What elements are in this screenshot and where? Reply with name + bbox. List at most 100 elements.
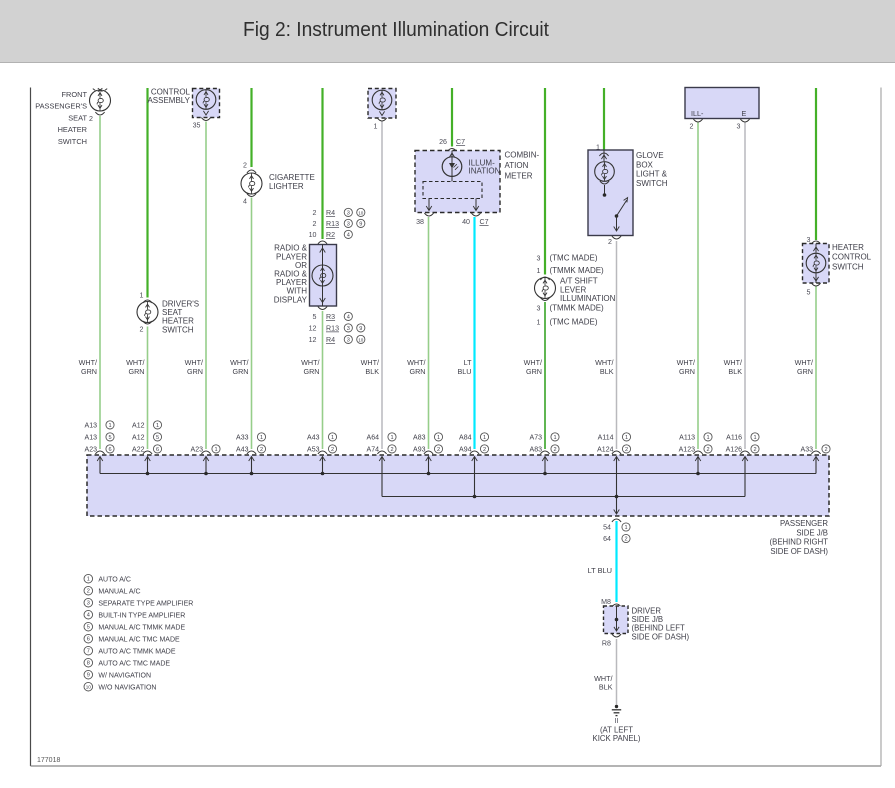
svg-text:35: 35 <box>193 122 201 130</box>
svg-text:BLK: BLK <box>600 367 614 376</box>
svg-text:1: 1 <box>390 435 393 441</box>
svg-text:WHT/: WHT/ <box>594 674 612 683</box>
svg-text:GRN: GRN <box>304 367 320 376</box>
svg-text:4: 4 <box>87 613 90 619</box>
svg-text:2: 2 <box>690 123 694 131</box>
svg-text:(BEHIND LEFT: (BEHIND LEFT <box>632 624 686 633</box>
svg-text:A73: A73 <box>530 435 543 442</box>
svg-text:AUTO A/C: AUTO A/C <box>98 576 131 583</box>
svg-text:MANUAL A/C TMC MADE: MANUAL A/C TMC MADE <box>98 636 180 643</box>
svg-text:1: 1 <box>156 423 159 429</box>
svg-text:A43: A43 <box>307 435 320 442</box>
svg-text:KICK PANEL): KICK PANEL) <box>593 734 641 743</box>
svg-text:CIGARETTE: CIGARETTE <box>269 173 315 182</box>
svg-text:A33: A33 <box>801 447 814 454</box>
svg-text:PLAYER: PLAYER <box>276 252 307 261</box>
svg-text:A74: A74 <box>367 447 380 454</box>
svg-text:54: 54 <box>603 524 611 532</box>
svg-text:1: 1 <box>706 435 709 441</box>
svg-text:A83: A83 <box>530 447 543 454</box>
svg-text:BLK: BLK <box>365 367 379 376</box>
svg-text:10: 10 <box>358 210 364 215</box>
svg-text:A84: A84 <box>459 435 472 442</box>
svg-text:1: 1 <box>374 123 378 131</box>
svg-text:SWITCH: SWITCH <box>162 325 194 334</box>
svg-text:BUILT-IN TYPE AMPLIFIER: BUILT-IN TYPE AMPLIFIER <box>98 612 185 619</box>
svg-text:1: 1 <box>87 577 90 583</box>
svg-text:SEPARATE TYPE AMPLIFIER: SEPARATE TYPE AMPLIFIER <box>98 600 193 607</box>
svg-text:4: 4 <box>243 197 247 205</box>
svg-text:R8: R8 <box>602 640 611 648</box>
svg-text:12: 12 <box>309 325 317 333</box>
svg-text:CONTROL: CONTROL <box>151 88 191 97</box>
svg-text:3: 3 <box>537 255 541 263</box>
svg-text:WHT/: WHT/ <box>595 358 613 367</box>
svg-text:2: 2 <box>87 589 90 595</box>
svg-text:A114: A114 <box>598 435 614 442</box>
svg-text:5: 5 <box>108 435 111 441</box>
svg-text:GRN: GRN <box>81 367 97 376</box>
svg-text:ILL-: ILL- <box>691 109 704 118</box>
svg-text:1: 1 <box>108 423 111 429</box>
svg-text:SWITCH: SWITCH <box>58 137 87 146</box>
svg-text:1: 1 <box>625 435 628 441</box>
svg-text:E: E <box>742 109 747 118</box>
svg-text:WHT/: WHT/ <box>185 358 203 367</box>
svg-text:2: 2 <box>260 447 263 453</box>
svg-text:10: 10 <box>309 231 317 239</box>
svg-text:SIDE J/B: SIDE J/B <box>632 615 664 624</box>
svg-text:PASSENGER'S: PASSENGER'S <box>35 102 87 111</box>
svg-text:A22: A22 <box>132 447 145 454</box>
svg-text:MANUAL A/C: MANUAL A/C <box>98 588 140 595</box>
svg-text:ILLUMINATION: ILLUMINATION <box>560 294 616 303</box>
svg-text:8: 8 <box>87 661 90 667</box>
svg-text:2: 2 <box>625 447 628 453</box>
svg-text:4: 4 <box>347 232 350 238</box>
svg-text:BOX: BOX <box>636 160 654 169</box>
svg-text:2: 2 <box>608 238 612 246</box>
svg-text:LIGHT &: LIGHT & <box>636 170 668 179</box>
svg-text:WITH: WITH <box>287 287 308 296</box>
svg-text:WHT/: WHT/ <box>407 358 425 367</box>
svg-text:3: 3 <box>737 123 741 131</box>
svg-text:1: 1 <box>140 292 144 300</box>
svg-text:A116: A116 <box>726 435 742 442</box>
svg-text:1: 1 <box>753 435 756 441</box>
svg-text:6: 6 <box>156 447 159 453</box>
svg-text:LEVER: LEVER <box>560 285 586 294</box>
svg-text:A64: A64 <box>367 435 380 442</box>
svg-text:(BEHIND RIGHT: (BEHIND RIGHT <box>770 538 829 547</box>
svg-text:CONTROL: CONTROL <box>832 253 872 262</box>
svg-text:(TMC MADE): (TMC MADE) <box>550 318 598 327</box>
svg-text:3: 3 <box>87 601 90 607</box>
svg-text:A23: A23 <box>85 447 98 454</box>
svg-text:3: 3 <box>347 221 350 227</box>
svg-text:7: 7 <box>87 649 90 655</box>
svg-text:A13: A13 <box>85 435 98 442</box>
svg-text:3: 3 <box>537 305 541 313</box>
svg-text:A94: A94 <box>459 447 472 454</box>
svg-text:5: 5 <box>156 435 159 441</box>
svg-text:INATION: INATION <box>469 167 501 176</box>
svg-text:5: 5 <box>807 289 811 297</box>
svg-text:3: 3 <box>347 210 350 216</box>
svg-text:METER: METER <box>505 171 533 180</box>
svg-text:OR: OR <box>295 261 307 270</box>
svg-text:DRIVER'S: DRIVER'S <box>162 300 199 309</box>
svg-text:R4: R4 <box>326 209 335 217</box>
svg-text:Fig 2: Instrument Illumination: Fig 2: Instrument Illumination Circuit <box>243 19 549 41</box>
svg-text:R3: R3 <box>326 313 335 321</box>
svg-text:ASSEMBLY: ASSEMBLY <box>147 96 190 105</box>
svg-text:9: 9 <box>359 221 362 227</box>
svg-text:WHT/: WHT/ <box>361 358 379 367</box>
svg-text:A124: A124 <box>597 447 613 454</box>
svg-text:1: 1 <box>437 435 440 441</box>
svg-text:A23: A23 <box>191 447 204 454</box>
svg-text:6: 6 <box>87 637 90 643</box>
svg-text:R2: R2 <box>326 231 335 239</box>
svg-text:DISPLAY: DISPLAY <box>274 295 308 304</box>
svg-text:COMBIN-: COMBIN- <box>505 151 540 160</box>
svg-text:A83: A83 <box>413 435 426 442</box>
svg-text:2: 2 <box>824 447 827 453</box>
svg-text:12: 12 <box>309 336 317 344</box>
